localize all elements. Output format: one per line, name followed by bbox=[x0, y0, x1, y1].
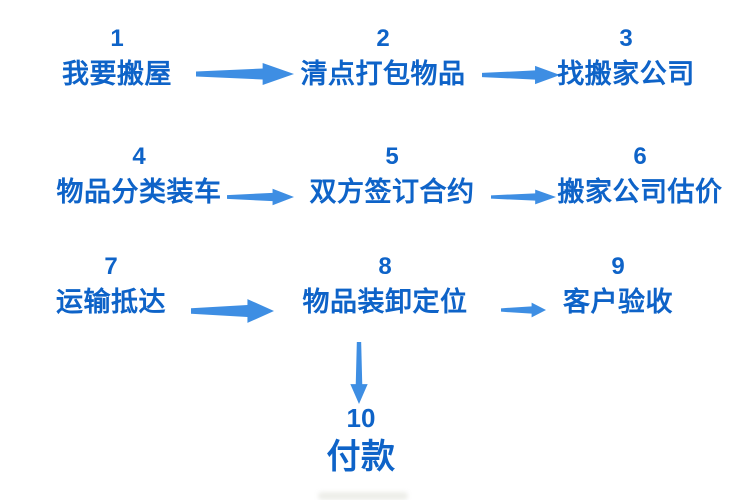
step-8: 8 物品装卸定位 bbox=[300, 252, 470, 318]
step-3: 3 找搬家公司 bbox=[541, 24, 711, 90]
step-10: 10 付款 bbox=[299, 403, 423, 475]
step-6: 6 搬家公司估价 bbox=[555, 142, 725, 208]
step-3-number: 3 bbox=[619, 25, 633, 52]
step-4-label: 物品分类装车 bbox=[56, 177, 222, 207]
step-9-number: 9 bbox=[611, 253, 625, 280]
step-1: 1 我要搬屋 bbox=[37, 24, 197, 90]
arrow-step2-to-step3 bbox=[482, 65, 560, 85]
step-7: 7 运输抵达 bbox=[36, 252, 186, 318]
step-6-number: 6 bbox=[633, 143, 647, 170]
step-6-label: 搬家公司估价 bbox=[557, 177, 723, 207]
step-1-number: 1 bbox=[110, 25, 124, 52]
step-5: 5 双方签订合约 bbox=[307, 142, 477, 208]
step-9: 9 客户验收 bbox=[548, 252, 688, 318]
arrow-step7-to-step8 bbox=[191, 298, 274, 324]
step-9-label: 客户验收 bbox=[563, 287, 673, 317]
step-8-number: 8 bbox=[378, 253, 392, 280]
step-1-label: 我要搬屋 bbox=[62, 59, 172, 89]
arrow-step1-to-step2 bbox=[196, 62, 294, 86]
step-10-label: 付款 bbox=[326, 438, 396, 476]
step-5-number: 5 bbox=[385, 143, 399, 170]
step-7-label: 运输抵达 bbox=[56, 287, 166, 317]
step-4-number: 4 bbox=[132, 143, 146, 170]
arrow-step8-to-step9 bbox=[501, 302, 546, 318]
step-2-number: 2 bbox=[376, 25, 390, 52]
step-3-label: 找搬家公司 bbox=[557, 59, 695, 89]
step-5-label: 双方签订合约 bbox=[309, 177, 475, 207]
step-2: 2 清点打包物品 bbox=[283, 24, 483, 90]
step-4: 4 物品分类装车 bbox=[54, 142, 224, 208]
arrow-step4-to-step5 bbox=[227, 188, 294, 206]
step-7-number: 7 bbox=[104, 253, 118, 280]
arrow-step5-to-step6 bbox=[491, 189, 556, 205]
step-8-label: 物品装卸定位 bbox=[302, 287, 468, 317]
step-2-label: 清点打包物品 bbox=[300, 59, 466, 89]
bottom-edge-cutoff-artifact bbox=[318, 492, 408, 500]
arrow-step8-to-step10 bbox=[346, 342, 372, 404]
step-10-number: 10 bbox=[346, 403, 376, 433]
